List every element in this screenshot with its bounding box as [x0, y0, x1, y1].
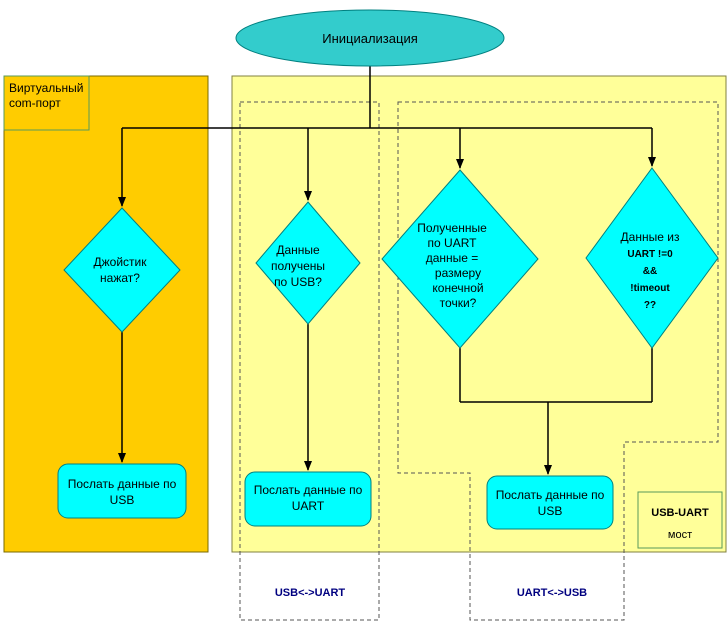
bridge-label-line1: USB-UART [651, 507, 709, 519]
send-usb-right-line2: USB [538, 504, 563, 518]
usb-to-uart-dashed-region [239, 101, 380, 621]
uart-received-line1: Полученные [417, 221, 487, 235]
joystick-decision [63, 207, 181, 333]
joystick-decision-line1: Джойстик [94, 255, 148, 269]
uart-received-line2: по UART [428, 236, 478, 250]
caption-usb-to-uart: USB<->UART [275, 587, 346, 599]
uart-timeout-line3: && [643, 266, 657, 277]
uart-timeout-line2: UART !=0 [627, 249, 673, 260]
usb-received-line2: получены [271, 259, 325, 273]
connectors [118, 66, 656, 475]
bridge-label-line2: мост [668, 529, 692, 541]
virtual-port-label-line1: Виртуальный [9, 81, 84, 95]
uart-to-usb-dashed-region [397, 101, 719, 621]
caption-uart-to-usb: UART<->USB [517, 587, 587, 599]
usb-received-decision [255, 201, 361, 325]
uart-received-line4: размеру [435, 266, 481, 280]
uart-received-line5: конечной [432, 281, 483, 295]
uart-received-decision [381, 169, 539, 349]
send-usb-left-line1: Послать данные по [68, 477, 177, 491]
uart-received-line3: данные = [426, 251, 479, 265]
usb-received-line3: по USB? [274, 275, 322, 289]
virtual-port-label-box [3, 75, 90, 131]
init-node [235, 9, 505, 67]
send-usb-right-node [486, 475, 614, 530]
usb-received-line1: Данные [276, 243, 320, 257]
send-usb-right-line1: Послать данные по [496, 488, 605, 502]
uart-timeout-line1: Данные из [621, 230, 680, 244]
bridge-label-box [637, 491, 723, 549]
init-node-label: Инициализация [322, 31, 418, 46]
send-uart-line1: Послать данные по [254, 483, 363, 497]
uart-timeout-line4: !timeout [630, 283, 670, 294]
uart-timeout-line5: ?? [644, 300, 656, 311]
uart-received-line6: точки? [440, 296, 477, 310]
uart-timeout-decision [585, 167, 719, 349]
joystick-decision-line2: нажат? [100, 271, 140, 285]
virtual-port-label-line2: com-порт [9, 96, 61, 110]
send-usb-left-node [57, 463, 187, 519]
send-uart-node [244, 471, 372, 527]
send-usb-left-line2: USB [110, 493, 135, 507]
send-uart-line2: UART [292, 499, 325, 513]
